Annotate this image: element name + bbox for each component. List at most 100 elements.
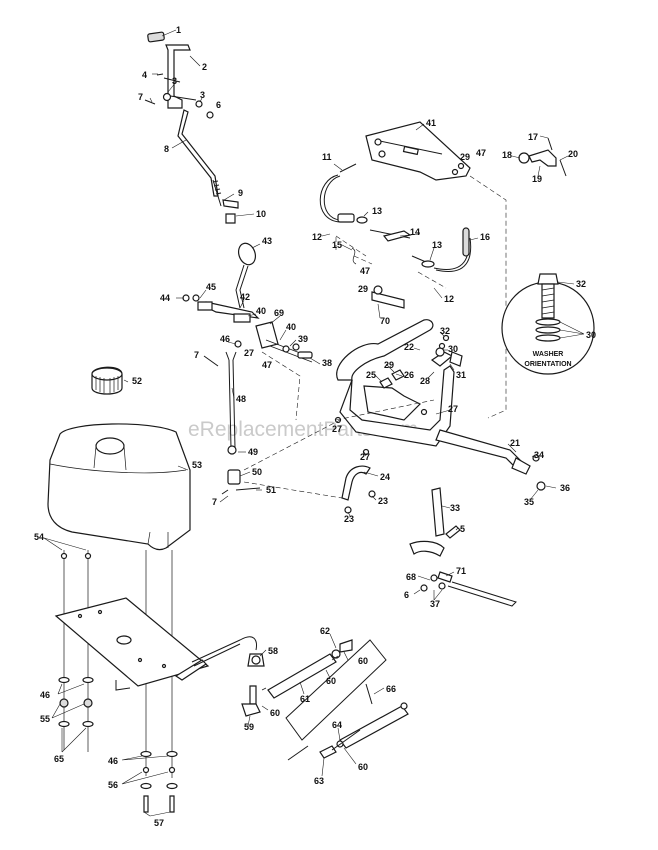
callout-label: 17 [528,132,538,142]
callout-label: 37 [430,599,440,609]
shift-lever-group [182,242,313,367]
callout-label: 44 [160,293,170,303]
callout-label: 68 [406,572,416,582]
frame-group [243,285,546,514]
callout-label: 27 [244,348,254,358]
callout-label: 39 [298,334,308,344]
callout-label: 10 [256,209,266,219]
callout-label: 12 [312,232,322,242]
callout-label: 54 [34,532,44,542]
callout-label: 59 [244,722,254,732]
callout-label: 4 [142,70,147,80]
callout-label: 26 [404,370,414,380]
callout-label: 60 [270,708,280,718]
callout-label: 45 [206,282,216,292]
callout-label: 32 [440,326,450,336]
callout-label: 6 [404,590,409,600]
callout-label: 60 [326,676,336,686]
callout-label: 23 [378,496,388,506]
brake-pedal-group [144,31,239,224]
callout-label: 47 [360,266,370,276]
callout-label: 36 [560,483,570,493]
callout-label: 8 [164,144,169,154]
callout-label: 16 [480,232,490,242]
callout-label: 3 [200,90,205,100]
leader-lines [43,29,585,817]
callout-label: 43 [262,236,272,246]
callout-label: 13 [432,240,442,250]
callout-label: 27 [448,404,458,414]
callout-label: 63 [314,776,324,786]
callout-label: 1 [176,25,181,35]
callout-label: 5 [460,524,465,534]
callout-label: 28 [420,376,430,386]
callout-label: 46 [220,334,230,344]
cables-group [319,163,507,419]
callout-label: 9 [238,188,243,198]
callout-label: 7 [212,497,217,507]
mount-plate-group [54,597,257,813]
callout-label: 65 [54,754,64,764]
callout-label: 20 [568,149,578,159]
fuel-tank-group [47,366,191,778]
callout-label: 40 [256,306,266,316]
callout-label: 48 [236,394,246,404]
callout-label: 49 [248,447,258,457]
callout-label: 42 [240,292,250,302]
callout-label: 12 [444,294,454,304]
callout-label: 31 [456,370,466,380]
callout-label: 15 [332,240,342,250]
callout-label: 58 [268,646,278,656]
callout-label: 38 [322,358,332,368]
callout-label: 11 [322,152,332,162]
callout-label: 13 [372,206,382,216]
callout-label: 24 [380,472,390,482]
callout-label: 47 [476,148,486,158]
callout-label: 40 [286,322,296,332]
callout-label: 56 [108,780,118,790]
callout-label: 50 [252,467,262,477]
callout-label: 29 [460,152,470,162]
callout-label: 27 [360,452,370,462]
shift-rod-group [221,351,261,495]
callout-label: 41 [426,118,436,128]
callout-label: 32 [576,279,586,289]
callout-label: 14 [410,227,420,237]
callout-label: 57 [154,818,164,828]
callout-label: 53 [192,460,202,470]
callout-label: 3 [172,76,177,86]
callout-label: 47 [262,360,272,370]
callout-label: 33 [450,503,460,513]
callout-label: 25 [366,370,376,380]
callout-label: 6 [216,100,221,110]
callout-label: 30 [448,344,458,354]
callout-label: 62 [320,626,330,636]
cover-plate-group [365,121,567,181]
callout-label: 52 [132,376,142,386]
washer-orientation-inset: WASHER ORIENTATION [501,273,595,375]
hand-lever-group [409,487,517,607]
callout-label: 21 [510,438,520,448]
callout-label: 2 [202,62,207,72]
callout-label: 70 [380,316,390,326]
callout-label: 30 [586,330,596,340]
fuel-line-group [241,639,409,761]
callout-label: 64 [332,720,342,730]
callout-label: 29 [384,360,394,370]
callout-label: 18 [502,150,512,160]
callout-label: 29 [358,284,368,294]
callout-label: 60 [358,656,368,666]
callout-label: 22 [404,342,414,352]
callouts: 1 2 4 3 3 6 7 8 9 10 41 29 47 17 18 20 1… [34,25,596,828]
callout-label: 55 [40,714,50,724]
callout-label: 61 [300,694,310,704]
callout-label: 23 [344,514,354,524]
inset-label-line2: ORIENTATION [524,361,571,368]
callout-label: 7 [194,350,199,360]
callout-label: 69 [274,308,284,318]
callout-label: 7 [138,92,143,102]
callout-label: 66 [386,684,396,694]
callout-label: 27 [332,424,342,434]
inset-label-line1: WASHER [533,351,564,358]
